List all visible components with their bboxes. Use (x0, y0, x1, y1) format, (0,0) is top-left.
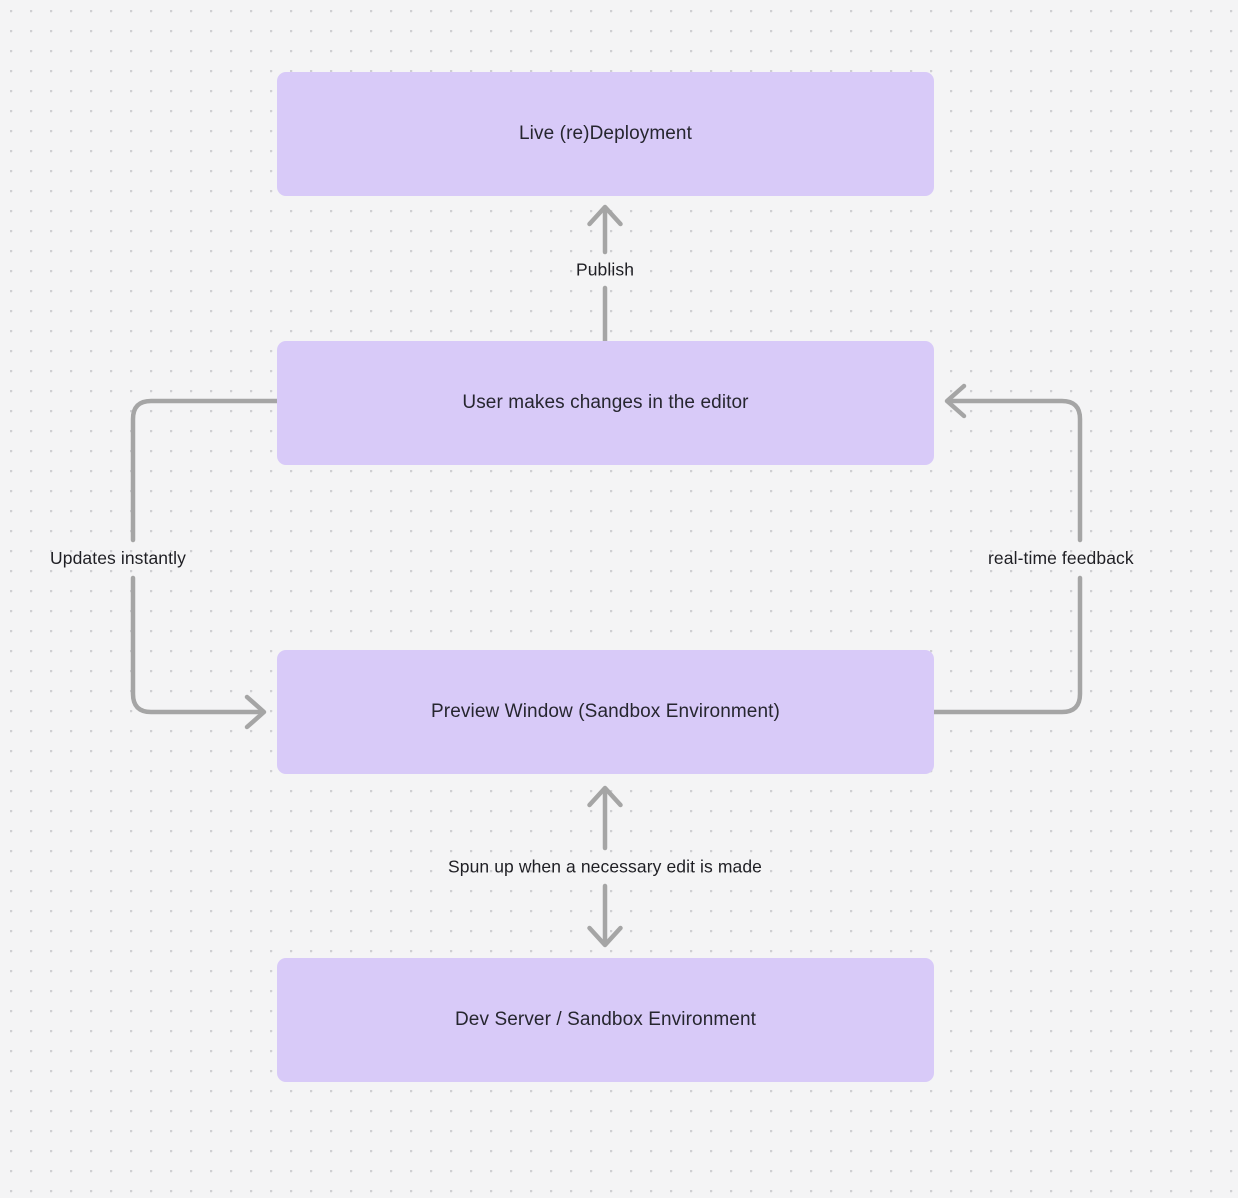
node-preview-window[interactable]: Preview Window (Sandbox Environment) (277, 650, 934, 774)
edge-label-real-time-feedback: real-time feedback (988, 548, 1134, 568)
node-label-dev-server: Dev Server / Sandbox Environment (454, 1008, 756, 1030)
edge-label-spun-up: Spun up when a necessary edit is made (447, 856, 763, 877)
edge-label-updates-instantly: Updates instantly (50, 548, 186, 568)
node-label-live-deployment: Live (re)Deployment (519, 122, 692, 144)
node-user-edits[interactable]: User makes changes in the editor (277, 341, 934, 465)
edge-label-publish: Publish (575, 259, 635, 280)
node-label-user-edits: User makes changes in the editor (462, 391, 749, 413)
node-dev-server[interactable]: Dev Server / Sandbox Environment (277, 958, 934, 1082)
node-label-preview-window: Preview Window (Sandbox Environment) (431, 700, 780, 722)
node-live-deployment[interactable]: Live (re)Deployment (277, 72, 934, 196)
